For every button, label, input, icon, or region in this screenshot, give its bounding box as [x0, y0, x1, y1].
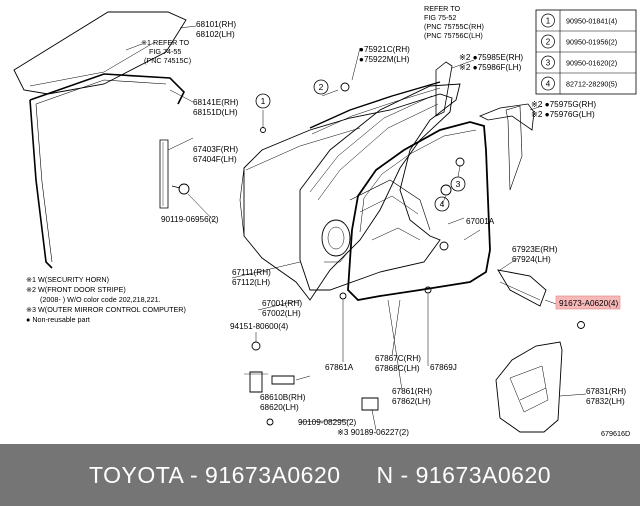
label-67869J: 67869J — [430, 363, 457, 372]
label-67861A: 67861A — [325, 363, 354, 372]
label-68151D: 68151D(LH) — [193, 108, 238, 117]
label-67111: 67111(RH) — [232, 268, 271, 277]
note-5: ● Non-reusable part — [26, 315, 90, 324]
refer-note-1-fig: FIG 74-55 — [149, 47, 181, 56]
label-67404F: 67404F(LH) — [193, 155, 237, 164]
legend-part-4: 82712-28290(5) — [566, 80, 617, 89]
callout-1-num: 1 — [261, 96, 266, 106]
legend-part-3: 90950-01620(2) — [566, 59, 617, 68]
label-75985E: ※2 ●75985E(RH) — [459, 53, 523, 62]
legend-num-3: 3 — [546, 59, 551, 68]
note-3: (2008- ) W/O color code 202,218,221. — [40, 295, 161, 304]
legend-part-1: 90950-01841(4) — [566, 17, 617, 26]
label-94151: 94151-80600(4) — [230, 322, 289, 331]
callout-2-num: 2 — [319, 82, 324, 92]
label-67861: 67861(RH) — [392, 387, 432, 396]
legend-num-1: 1 — [546, 17, 551, 26]
callouts — [255, 79, 466, 212]
note-4: ※3 W(OUTER MIRROR CONTROL COMPUTER) — [26, 305, 186, 314]
label-75976G: ※2 ●75976G(LH) — [531, 110, 595, 119]
label-75921C: ●75921C(RH) — [359, 45, 410, 54]
callout-3 — [450, 176, 466, 192]
legend-part-2: 90950-01956(2) — [566, 38, 617, 47]
label-68620: 68620(LH) — [260, 403, 299, 412]
note-1: ※1 W(SECURITY HORN) — [26, 275, 109, 284]
label-68102: 68102(LH) — [196, 30, 235, 39]
leader-lines — [125, 25, 587, 431]
diagram-id: 679616D — [601, 429, 630, 438]
drawing-linework — [13, 11, 585, 433]
label-90119: 90119-06956(2) — [161, 215, 219, 224]
legend-num-2: 2 — [546, 38, 551, 47]
label-67001A: 67001A — [466, 217, 495, 226]
label-90109: 90109-08295(2) — [298, 418, 357, 427]
refer-note-1: ※1 REFER TO — [141, 38, 190, 47]
callout-3-num: 3 — [456, 179, 461, 189]
note-2: ※2 W(FRONT DOOR STRIPE) — [26, 285, 126, 294]
refer-note-2: REFER TO — [424, 4, 460, 13]
label-67832: 67832(LH) — [586, 397, 625, 406]
callout-4-num: 4 — [440, 199, 445, 209]
footer-toyota-part: TOYOTA - 91673A0620 — [88, 461, 341, 488]
refer-note-1-pnc: (PNC 74515C) — [144, 56, 191, 65]
highlight-box — [555, 295, 621, 310]
label-67831: 67831(RH) — [586, 387, 626, 396]
label-75922M: ●75922M(LH) — [359, 55, 410, 64]
callout-4 — [434, 196, 450, 212]
label-67868C: 67868C(LH) — [375, 364, 420, 373]
door-assembly-drawing: 68101(RH) 68102(LH) ※1 REFER TO FIG 74-5… — [13, 4, 637, 438]
label-75975G: ※2 ●75975G(RH) — [531, 100, 596, 109]
label-67924: 67924(LH) — [512, 255, 551, 264]
part-number-footer: TOYOTA - 91673A0620 N - 91673A0620 — [0, 444, 640, 506]
label-68610B: 68610B(RH) — [260, 393, 306, 402]
callout-1 — [255, 93, 271, 109]
legend-num-4: 4 — [546, 80, 551, 89]
label-67112: 67112(LH) — [232, 278, 270, 287]
refer-note-2-fig: FIG 75-52 — [424, 13, 456, 22]
label-67403F: 67403F(RH) — [193, 145, 238, 154]
refer-note-2-pnc: (PNC 75755C(RH) — [424, 22, 484, 31]
label-67867C: 67867C(RH) — [375, 354, 421, 363]
label-68141E: 68141E(RH) — [193, 98, 239, 107]
refer-note-2-pnc2: (PNC 75756C(LH) — [424, 31, 483, 40]
label-75986F: ※2 ●75986F(LH) — [459, 63, 522, 72]
parts-diagram: 68101(RH) 68102(LH) ※1 REFER TO FIG 74-5… — [13, 4, 637, 438]
label-67923E: 67923E(RH) — [512, 245, 558, 254]
label-67001: 67001(RH) — [262, 299, 302, 308]
callout-2 — [313, 79, 329, 95]
legend-table: 1 2 3 4 90950-01841(4) 90950-01956(2) 90… — [535, 9, 637, 95]
footer-n-part: N - 91673A0620 — [376, 461, 552, 488]
label-91673-A0620: 91673-A0620(4) — [559, 299, 618, 308]
label-67862: 67862(LH) — [392, 397, 431, 406]
callout-numbers: 1 2 3 4 — [261, 82, 461, 209]
label-67002: 67002(LH) — [262, 309, 301, 318]
label-68101: 68101(RH) — [196, 20, 236, 29]
label-90189: ※3 90189-06227(2) — [337, 428, 409, 437]
part-labels: 68101(RH) 68102(LH) ※1 REFER TO FIG 74-5… — [141, 4, 630, 438]
notes-block: ※1 W(SECURITY HORN) ※2 W(FRONT DOOR STRI… — [26, 275, 186, 324]
